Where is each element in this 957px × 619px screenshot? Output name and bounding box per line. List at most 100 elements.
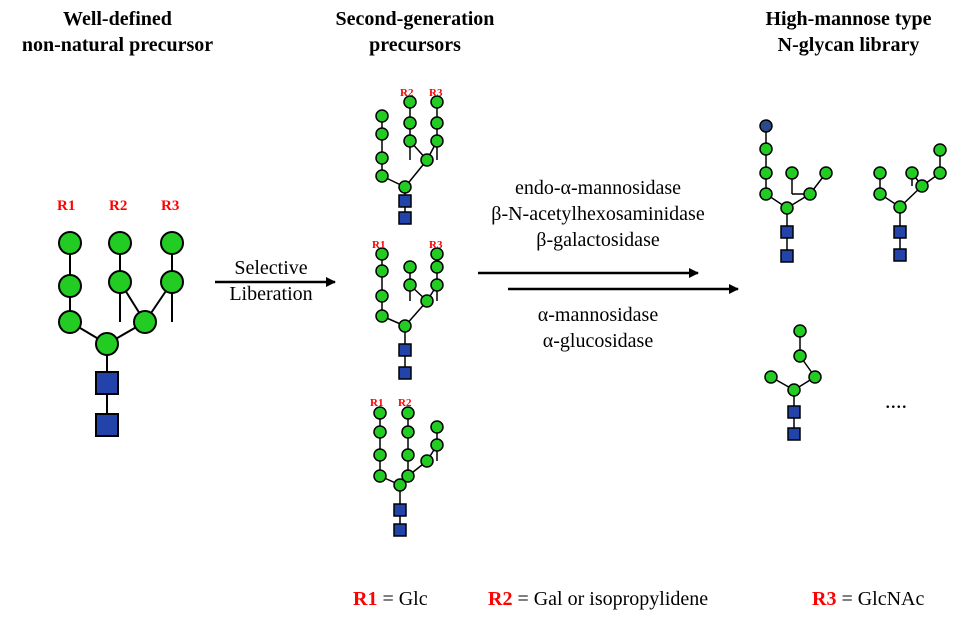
glcnac-node bbox=[398, 343, 412, 357]
enzyme-label: α-mannosidase bbox=[537, 304, 659, 326]
mannose-node bbox=[401, 425, 415, 439]
mannose-node bbox=[373, 425, 387, 439]
header-second-generation-line2: precursors bbox=[369, 34, 461, 56]
header-precursor-line2: non-natural precursor bbox=[21, 34, 214, 56]
arrow1-line1: Selective bbox=[234, 257, 308, 279]
precursor-glycan bbox=[58, 231, 184, 437]
mannose-node bbox=[430, 95, 444, 109]
label-r2-precursor: R2 bbox=[109, 198, 128, 214]
mannose-node bbox=[403, 278, 417, 292]
mannose-node bbox=[398, 319, 412, 333]
label-r2-gen3: R2 bbox=[398, 397, 412, 409]
legend-r2-value: = Gal or isopropylidene bbox=[517, 588, 709, 610]
mannose-node bbox=[793, 324, 807, 338]
mannose-node bbox=[375, 264, 389, 278]
mannose-node bbox=[373, 469, 387, 483]
mannose-node bbox=[95, 332, 119, 356]
library-glycan-2 bbox=[873, 143, 947, 262]
mannose-node bbox=[873, 166, 887, 180]
library-glycan-3 bbox=[764, 324, 822, 441]
label-r1-gen3: R1 bbox=[370, 397, 384, 409]
legend-r2-key: R2 bbox=[488, 588, 513, 610]
mannose-node bbox=[393, 478, 407, 492]
mannose-node bbox=[430, 134, 444, 148]
mannose-node bbox=[787, 383, 801, 397]
mannose-node bbox=[759, 142, 773, 156]
ellipsis-more: .... bbox=[885, 388, 907, 413]
mannose-node bbox=[373, 448, 387, 462]
mannose-node bbox=[759, 166, 773, 180]
arrow1-line2: Liberation bbox=[229, 283, 313, 305]
mannose-node bbox=[764, 370, 778, 384]
second-gen-glycan-2 bbox=[375, 247, 444, 380]
enzyme-label: endo-α-mannosidase bbox=[515, 177, 681, 199]
mannose-node bbox=[808, 370, 822, 384]
header-library-line2: N-glycan library bbox=[777, 34, 920, 56]
mannose-node bbox=[160, 270, 184, 294]
mannose-node bbox=[893, 200, 907, 214]
mannose-node bbox=[375, 127, 389, 141]
glcnac-terminal-node bbox=[759, 119, 773, 133]
legend-r3: R3 = GlcNAc bbox=[812, 588, 924, 611]
legend-r1: R1 = Glc bbox=[353, 588, 428, 611]
glcnac-node bbox=[398, 194, 412, 208]
label-r1-precursor: R1 bbox=[57, 198, 76, 214]
mannose-node bbox=[793, 349, 807, 363]
mannose-node bbox=[430, 420, 444, 434]
label-r2-gen1: R2 bbox=[400, 87, 414, 99]
label-r3-precursor: R3 bbox=[161, 198, 180, 214]
glcnac-node bbox=[393, 503, 407, 517]
label-r3-gen1: R3 bbox=[429, 87, 443, 99]
mannose-node bbox=[58, 231, 82, 255]
mannose-node bbox=[401, 469, 415, 483]
header-second-generation-line1: Second-generation bbox=[335, 8, 495, 30]
mannose-node bbox=[401, 406, 415, 420]
legend-r1-value: = Glc bbox=[382, 588, 428, 610]
header-library-line1: High-mannose type bbox=[765, 8, 932, 30]
label-selective-liberation: Selective Liberation bbox=[206, 255, 336, 307]
mannose-node bbox=[785, 166, 799, 180]
mannose-node bbox=[819, 166, 833, 180]
label-r3-gen2: R3 bbox=[429, 239, 443, 251]
mannose-node bbox=[420, 153, 434, 167]
mannose-node bbox=[375, 109, 389, 123]
enzymes-top: endo-α-mannosidase β-N-acetylhexosaminid… bbox=[468, 175, 728, 253]
mannose-node bbox=[375, 247, 389, 261]
mannose-node bbox=[933, 166, 947, 180]
mannose-node bbox=[430, 438, 444, 452]
glcnac-node bbox=[780, 249, 794, 263]
header-library: High-mannose type N-glycan library bbox=[740, 6, 957, 58]
glcnac-node bbox=[780, 225, 794, 239]
second-gen-glycan-3 bbox=[373, 406, 444, 537]
library-glycan-1 bbox=[759, 119, 833, 263]
glcnac-node bbox=[393, 523, 407, 537]
header-second-generation: Second-generation precursors bbox=[300, 6, 530, 58]
mannose-node bbox=[375, 169, 389, 183]
mannose-node bbox=[133, 310, 157, 334]
mannose-node bbox=[398, 180, 412, 194]
glcnac-node bbox=[787, 405, 801, 419]
mannose-node bbox=[403, 116, 417, 130]
legend-r2: R2 = Gal or isopropylidene bbox=[488, 588, 708, 611]
glcnac-node bbox=[893, 248, 907, 262]
mannose-node bbox=[420, 294, 434, 308]
mannose-node bbox=[873, 187, 887, 201]
mannose-node bbox=[759, 187, 773, 201]
glcnac-node bbox=[893, 225, 907, 239]
mannose-node bbox=[403, 95, 417, 109]
mannose-node bbox=[108, 231, 132, 255]
mannose-node bbox=[375, 289, 389, 303]
legend-r1-key: R1 bbox=[353, 588, 378, 610]
mannose-node bbox=[430, 278, 444, 292]
second-gen-glycan-1 bbox=[375, 95, 444, 225]
mannose-node bbox=[401, 448, 415, 462]
mannose-node bbox=[403, 260, 417, 274]
enzyme-label: α-glucosidase bbox=[542, 330, 654, 352]
enzyme-label: β-N-acetylhexosaminidase bbox=[491, 203, 705, 225]
mannose-node bbox=[58, 310, 82, 334]
mannose-node bbox=[780, 201, 794, 215]
glcnac-node bbox=[398, 211, 412, 225]
mannose-node bbox=[933, 143, 947, 157]
mannose-node bbox=[420, 454, 434, 468]
